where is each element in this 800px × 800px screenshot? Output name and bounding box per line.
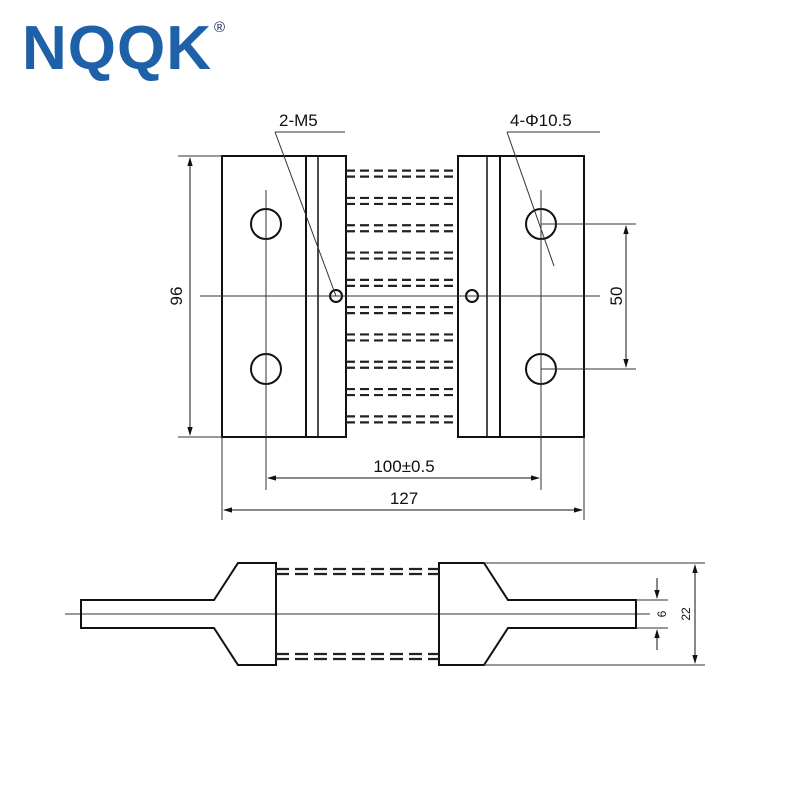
leader-lines <box>274 131 600 297</box>
dimension-127 <box>221 437 585 520</box>
dimension-50 <box>541 223 636 370</box>
label-dim-22: 22 <box>679 607 693 621</box>
center-lines <box>200 190 600 490</box>
label-dim-100: 100±0.5 <box>373 457 434 476</box>
top-view <box>178 131 636 520</box>
dimension-6 <box>636 578 668 650</box>
registered-mark: ® <box>214 19 226 36</box>
label-dim-50: 50 <box>607 287 626 306</box>
side-view <box>65 562 705 666</box>
label-4-phi10-5: 4-Φ10.5 <box>510 111 572 130</box>
label-2-m5: 2-M5 <box>279 111 318 130</box>
manganin-strips <box>346 169 458 424</box>
nqqk-logo: NQQK ® <box>22 18 225 80</box>
dimension-22 <box>484 562 705 666</box>
label-dim-96: 96 <box>167 287 186 306</box>
label-dim-6: 6 <box>655 610 669 617</box>
left-terminal-profile <box>80 562 277 666</box>
logo-text: NQQK <box>22 14 212 83</box>
side-manganin-strips <box>276 567 439 661</box>
dimension-96 <box>178 155 222 438</box>
label-dim-127: 127 <box>390 489 418 508</box>
